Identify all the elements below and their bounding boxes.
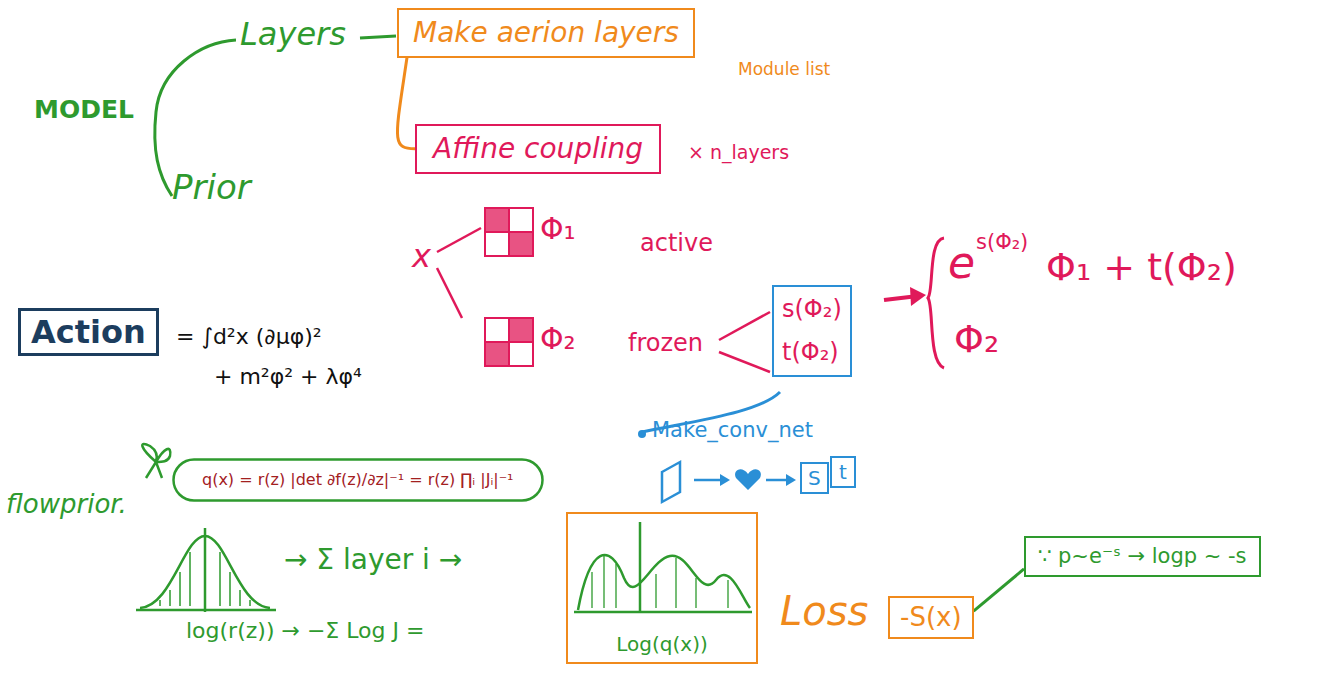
model-title: MODEL (34, 96, 134, 125)
distribution-sketch (574, 522, 752, 612)
conv-input (662, 462, 680, 502)
node-text: t (839, 460, 847, 484)
node-text: q(x) = r(z) |det ∂f(z)/∂z|⁻¹ = r(z) ∏ᵢ |… (202, 470, 513, 489)
checkerboard-frozen (485, 318, 533, 366)
state-label: active (640, 230, 713, 258)
conv-arrowhead (720, 474, 730, 486)
frozen-line (719, 352, 770, 372)
note-box: ∵ p~e⁻ˢ → logp ~ -s (1024, 536, 1261, 577)
formula-pill: q(x) = r(z) |det ∂f(z)/∂z|⁻¹ = r(z) ∏ᵢ |… (172, 458, 543, 501)
connector (397, 58, 415, 149)
gaussian-sketch (136, 528, 276, 612)
pill-shape (174, 460, 543, 501)
prior-label: flowprior. (6, 490, 127, 520)
loss-box: -S(x) (888, 596, 974, 639)
action-formula: = ∫d²x (∂μφ)² (176, 324, 322, 349)
output-map: t (830, 456, 856, 488)
node-text: Log(q(x)) (616, 632, 707, 656)
field-symbol: Φ₁ (540, 212, 576, 247)
repeat-note: × n_layers (688, 142, 789, 164)
split-line (437, 228, 481, 252)
frozen-line (719, 312, 770, 340)
formula-part: e (948, 238, 975, 289)
conv-arrowhead (786, 474, 796, 486)
split-line (437, 268, 462, 318)
flow-step: log(r(z)) → −Σ Log J = (186, 618, 424, 643)
input-symbol: x (412, 238, 431, 275)
brace (928, 238, 944, 368)
node-text: Action (31, 313, 146, 351)
branch-label: Prior (172, 168, 251, 207)
loss-label: Loss (780, 588, 868, 634)
layers-dash (360, 36, 396, 38)
flow-step: → Σ layer i → (284, 544, 462, 576)
formula-part: Φ₂ (954, 318, 999, 362)
output-map: S (800, 462, 829, 494)
bullet (638, 430, 646, 438)
result-arrowhead (910, 287, 926, 306)
checkerboard-active (485, 208, 533, 256)
field-symbol: Φ₂ (540, 322, 576, 357)
heart (735, 469, 761, 490)
formula-part: Φ₁ + t(Φ₂) (1046, 246, 1237, 290)
process-box: Make aerion layers (397, 8, 695, 58)
conv-arrow (694, 479, 724, 482)
formula-exponent: s(Φ₂) (976, 230, 1028, 254)
note-text: Module list (738, 60, 830, 80)
node-text: Affine coupling (433, 132, 643, 166)
connector (974, 569, 1024, 611)
process-box: Affine coupling (415, 124, 661, 174)
term-box: Action (18, 308, 159, 356)
node-text: Make aerion layers (413, 16, 679, 50)
bow (142, 444, 170, 478)
node-text: S (808, 466, 821, 490)
branch-label: Layers (240, 16, 346, 53)
function-name: Make_conv_net (652, 418, 813, 442)
node-text: t(Φ₂) (782, 338, 842, 367)
distribution-box: Log(q(x)) (566, 512, 758, 664)
output-box: s(Φ₂) t(Φ₂) (772, 285, 852, 377)
node-text: ∵ p~e⁻ˢ → logp ~ -s (1038, 544, 1247, 569)
state-label: frozen (628, 330, 703, 358)
node-text: -S(x) (900, 602, 962, 633)
action-formula: + m²φ² + λφ⁴ (214, 364, 362, 389)
node-text: s(Φ₂) (782, 295, 842, 324)
